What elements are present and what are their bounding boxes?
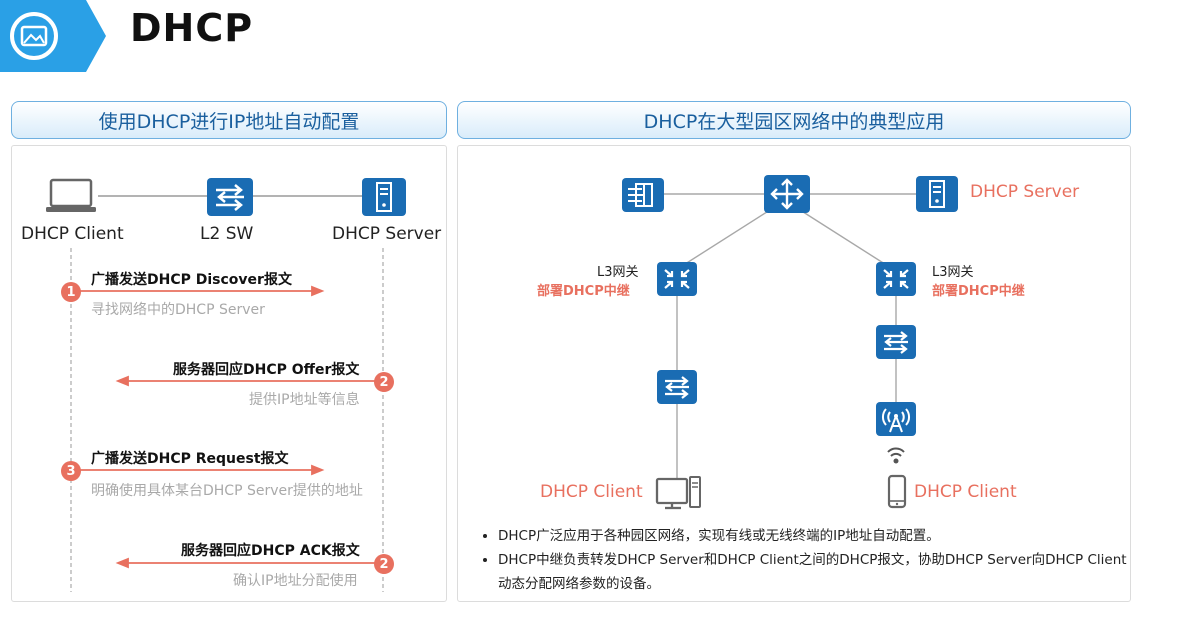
server-label: DHCP Server <box>332 224 442 244</box>
access-switch-left-icon <box>657 370 697 408</box>
client-right-label: DHCP Client <box>914 482 1017 502</box>
gateway-left-line1: L3网关 <box>597 265 639 280</box>
desktop-pc-icon <box>655 475 703 515</box>
right-panel-title: DHCP在大型园区网络中的典型应用 <box>457 101 1131 139</box>
step-3-desc: 明确使用具体某台DHCP Server提供的地址 <box>91 483 363 499</box>
core-switch-icon <box>764 175 810 217</box>
step-4-desc: 确认IP地址分配使用 <box>233 573 358 589</box>
wifi-signal-icon <box>884 444 908 470</box>
left-panel-title: 使用DHCP进行IP地址自动配置 <box>11 101 447 139</box>
bullet-item-1: DHCP广泛应用于各种园区网络，实现有线或无线终端的IP地址自动配置。 <box>498 524 1128 548</box>
l3-gateway-right-icon <box>876 262 916 300</box>
step-2-label: 服务器回应DHCP Offer报文 <box>173 362 360 378</box>
gateway-left-line2: 部署DHCP中继 <box>537 284 630 299</box>
gateway-right-line2: 部署DHCP中继 <box>932 284 1025 299</box>
info-bullet-list: DHCP广泛应用于各种园区网络，实现有线或无线终端的IP地址自动配置。 DHCP… <box>480 524 1128 596</box>
header-logo <box>0 0 110 72</box>
left-panel <box>11 145 447 602</box>
phone-icon <box>887 474 907 513</box>
step-3-badge: 3 <box>61 461 81 481</box>
step-1-label: 广播发送DHCP Discover报文 <box>91 272 292 288</box>
step-2-badge: 2 <box>374 372 394 392</box>
client-label: DHCP Client <box>21 224 124 244</box>
step-4-badge: 2 <box>374 554 394 574</box>
step-2-desc: 提供IP地址等信息 <box>249 392 360 408</box>
step-1-badge: 1 <box>61 282 81 302</box>
l2-switch-icon <box>207 178 253 220</box>
right-panel <box>457 145 1131 602</box>
switch-label: L2 SW <box>200 224 254 244</box>
client-left-label: DHCP Client <box>540 482 643 502</box>
laptop-icon <box>45 178 99 218</box>
right-server-label: DHCP Server <box>970 182 1080 202</box>
page-title: DHCP <box>130 6 254 50</box>
step-3-label: 广播发送DHCP Request报文 <box>91 451 289 467</box>
dhcp-server-icon <box>916 176 958 216</box>
step-1-desc: 寻找网络中的DHCP Server <box>91 302 265 318</box>
wireless-ap-icon <box>876 402 916 440</box>
access-switch-right-icon <box>876 325 916 363</box>
bullet-item-2: DHCP中继负责转发DHCP Server和DHCP Client之间的DHCP… <box>498 548 1128 596</box>
step-4-label: 服务器回应DHCP ACK报文 <box>181 543 360 559</box>
firewall-icon <box>622 178 664 216</box>
l3-gateway-left-icon <box>657 262 697 300</box>
gateway-right-line1: L3网关 <box>932 265 974 280</box>
server-icon <box>362 178 406 220</box>
